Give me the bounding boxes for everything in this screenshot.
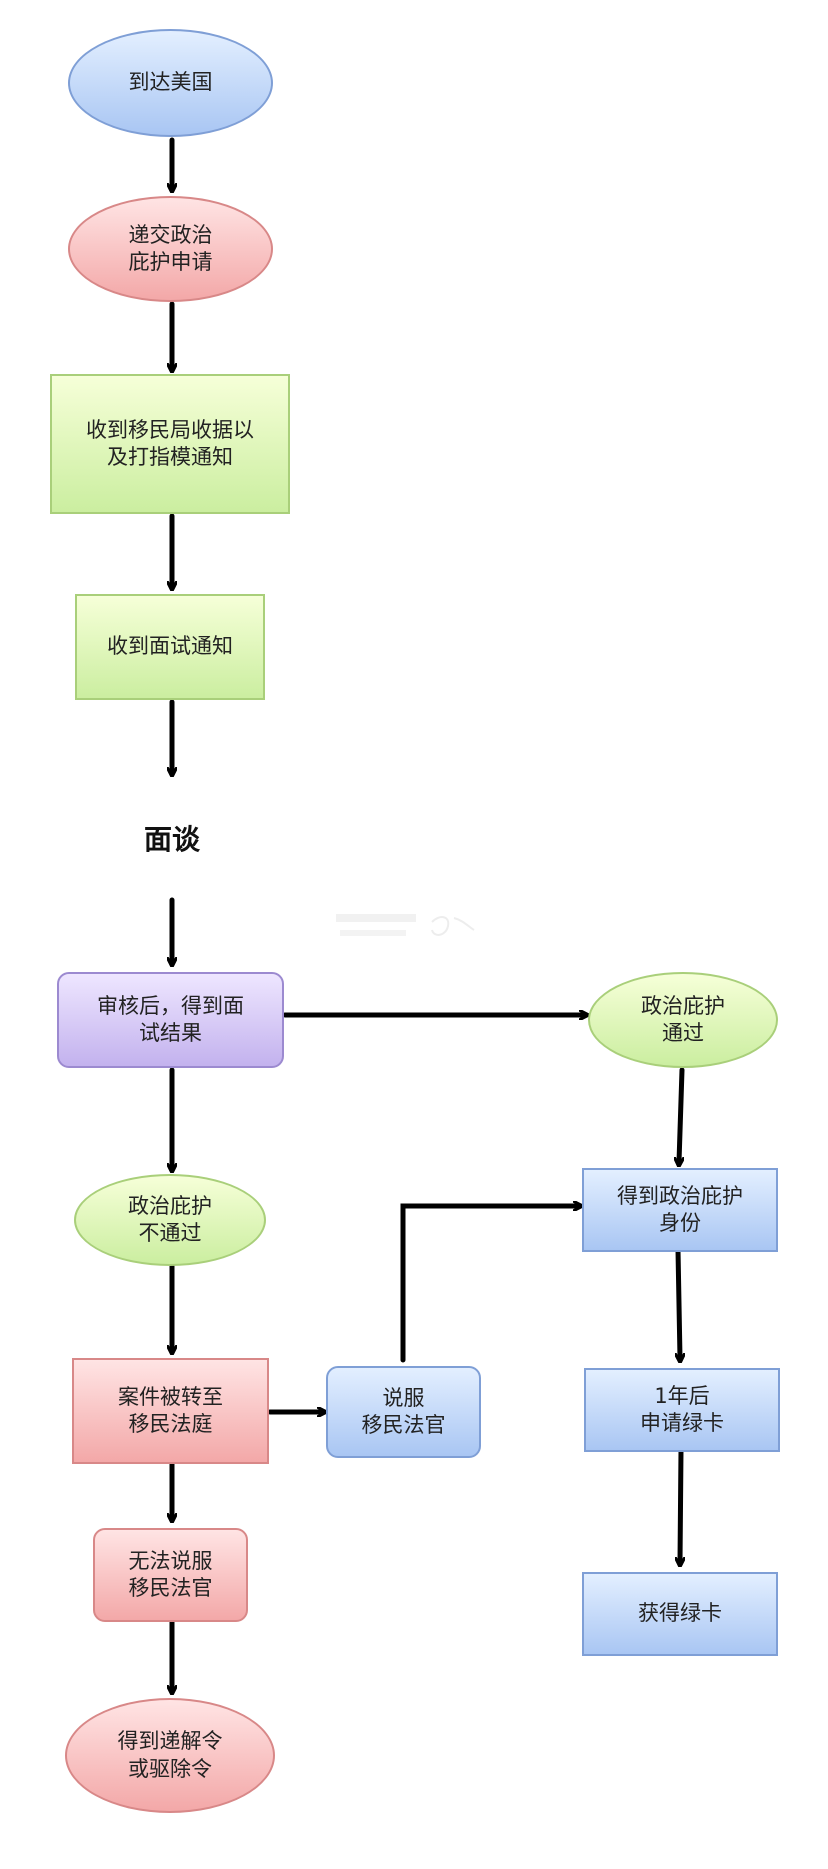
watermark-logo-icon xyxy=(336,914,475,936)
node-get-greencard: 获得绿卡 xyxy=(582,1572,778,1656)
arrow-approved-to-status xyxy=(679,1067,685,1162)
node-receipt-notice: 收到移民局收据以 及打指模通知 xyxy=(50,374,290,514)
node-cannot-convince: 无法说服 移民法官 xyxy=(93,1528,248,1622)
arrow-convince-to-status xyxy=(400,1206,578,1363)
node-result: 审核后，得到面 试结果 xyxy=(57,972,284,1068)
node-submit-asylum: 递交政治 庇护申请 xyxy=(68,196,273,302)
node-convince-judge: 说服 移民法官 xyxy=(326,1366,481,1458)
arrow-apply-to-get-greencard xyxy=(680,1447,681,1562)
node-apply-greencard: 1年后 申请绿卡 xyxy=(584,1368,780,1452)
node-get-status: 得到政治庇护 身份 xyxy=(582,1168,778,1252)
arrow-status-to-apply xyxy=(678,1247,680,1358)
faint-watermark xyxy=(336,908,486,948)
node-deportation: 得到递解令 或驱除令 xyxy=(65,1698,275,1813)
node-interview-notice: 收到面试通知 xyxy=(75,594,265,700)
node-asylum-approved: 政治庇护 通过 xyxy=(588,972,778,1068)
node-interview: 面谈 xyxy=(143,822,200,856)
node-referred-court: 案件被转至 移民法庭 xyxy=(72,1358,269,1464)
node-arrive-us: 到达美国 xyxy=(68,29,273,137)
node-asylum-denied: 政治庇护 不通过 xyxy=(74,1174,266,1266)
